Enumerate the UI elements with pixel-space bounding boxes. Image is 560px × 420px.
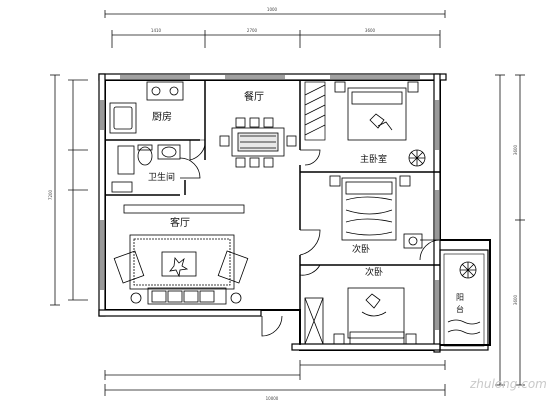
dim-right-b: 3600 [513,294,518,305]
room-label-master-bedroom: 主卧室 [360,153,387,165]
room-label-kitchen: 厨房 [152,110,172,123]
watermark: zhulong.com [469,377,547,391]
room-label-balcony-2: 台 [456,304,464,314]
windows [100,75,439,330]
second-bedroom [329,175,423,249]
balcony [447,261,481,335]
kitchen [109,81,205,141]
doors [179,140,441,337]
dim-top-c: 3600 [365,28,376,33]
living-room [113,204,249,305]
wardrobe-master [304,81,326,141]
third-bedroom [304,287,417,345]
dim-top-b: 2700 [247,28,258,33]
dim-bottom-total: 10000 [266,396,279,401]
room-label-bathroom: 卫生间 [148,171,175,183]
master-bedroom [334,81,419,141]
bathroom [111,144,181,193]
dining [219,117,297,168]
dim-left-total: 7200 [48,189,53,200]
dim-right-a: 3600 [513,144,518,155]
dim-top-total: 1000 [267,7,278,12]
room-label-second-bedroom: 次卧 [352,243,370,255]
dimension-lines [50,10,525,396]
room-label-living: 客厅 [170,216,190,229]
dim-top-a: 1410 [151,28,162,33]
room-label-balcony-1: 阳 [456,293,464,302]
room-label-dining: 餐厅 [244,90,264,103]
room-label-third-bedroom: 次卧 [365,266,383,278]
plant-icon [408,149,426,167]
